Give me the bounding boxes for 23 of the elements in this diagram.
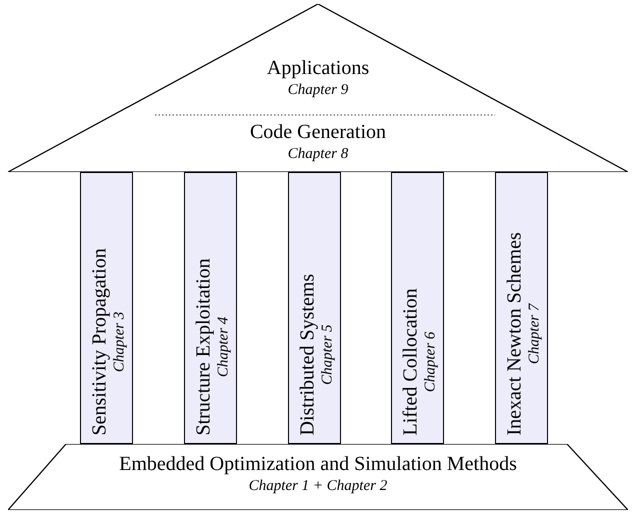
pillar-box (391, 172, 444, 444)
heading-text: Lifted Collocation (398, 288, 422, 435)
heading-text: Sensitivity Propagation (87, 248, 111, 435)
roof-triangle (8, 4, 628, 172)
chapter-text: Chapter 1 + Chapter 2 (248, 477, 388, 496)
chapter-text: Chapter 5 (319, 324, 336, 384)
chapter-text: Chapter 3 (111, 311, 128, 372)
pillar-box (80, 172, 133, 444)
pillar-box (288, 172, 341, 444)
heading-text: Embedded Optimization and Simulation Methods (119, 452, 517, 476)
chapter-text: Chapter 6 (422, 331, 439, 392)
chapter-text: Chapter 4 (215, 316, 232, 377)
chapter-text: Chapter 9 (288, 81, 348, 100)
heading-text: Applications (266, 56, 370, 80)
heading-text: Code Generation (250, 120, 386, 144)
base-trapezoid (8, 444, 628, 510)
heading-text: Structure Exploitation (191, 258, 215, 435)
heading-text: Inexact Newton Schemes (502, 232, 526, 435)
chapter-text: Chapter 7 (526, 303, 543, 364)
pillar-box (495, 172, 548, 444)
pillar-box (184, 172, 237, 444)
heading-text: Distributed Systems (295, 273, 319, 435)
chapter-text: Chapter 8 (288, 145, 348, 164)
